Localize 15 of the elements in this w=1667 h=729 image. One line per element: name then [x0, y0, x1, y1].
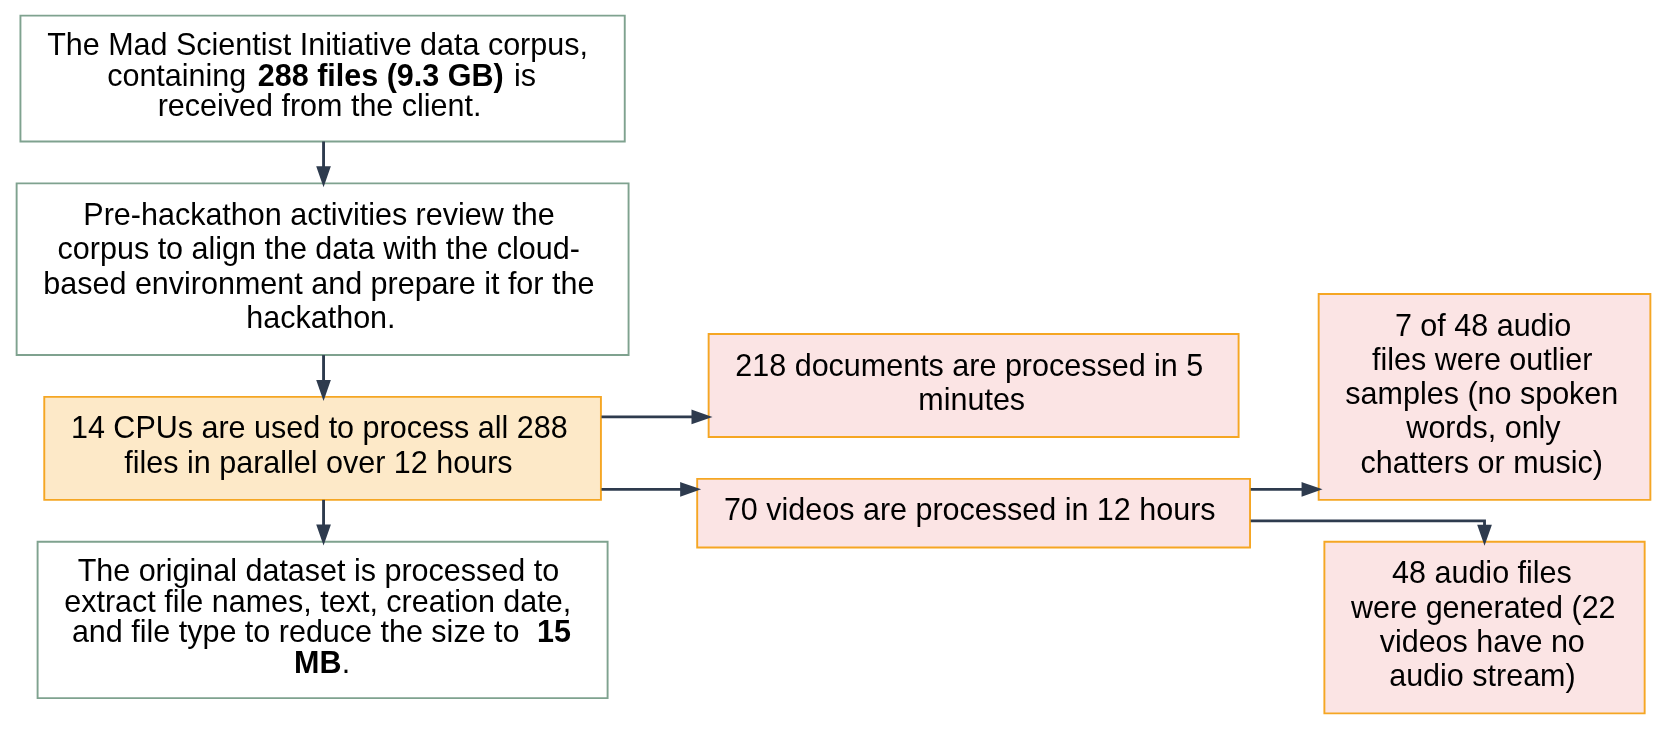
arrow: [316, 141, 331, 188]
arrow: [601, 482, 702, 497]
node-box: 70 videos are processed in 12 hours: [696, 477, 1251, 549]
arrow: [316, 355, 331, 401]
node-box: 218 documents are processed in 5 minutes: [707, 333, 1240, 438]
arrow: [316, 499, 331, 546]
node-box: The Mad Scientist Initiative data corpus, containing 288 files (9.3 GB) is received from the client.: [19, 14, 626, 143]
node-box: Pre-hackathon activities review the corpus to align the data with the cloud-based environment and prepare it for the hackathon.: [15, 182, 630, 356]
arrow: [601, 409, 713, 425]
node-box: 14 CPUs are used to process all 288 files in parallel over 12 hours: [43, 395, 602, 501]
node-box: 7 of 48 audio files were outlier samples (no spoken words, only chatters or music): [1317, 293, 1652, 501]
node-box: 48 audio files were generated (22 videos have no audio stream): [1323, 540, 1646, 715]
arrow: [1250, 519, 1492, 546]
node-box: The original dataset is processed to extract file names, text, creation date, and file type to reduce the size to 15 MB.: [36, 540, 609, 700]
arrow: [1250, 482, 1323, 497]
